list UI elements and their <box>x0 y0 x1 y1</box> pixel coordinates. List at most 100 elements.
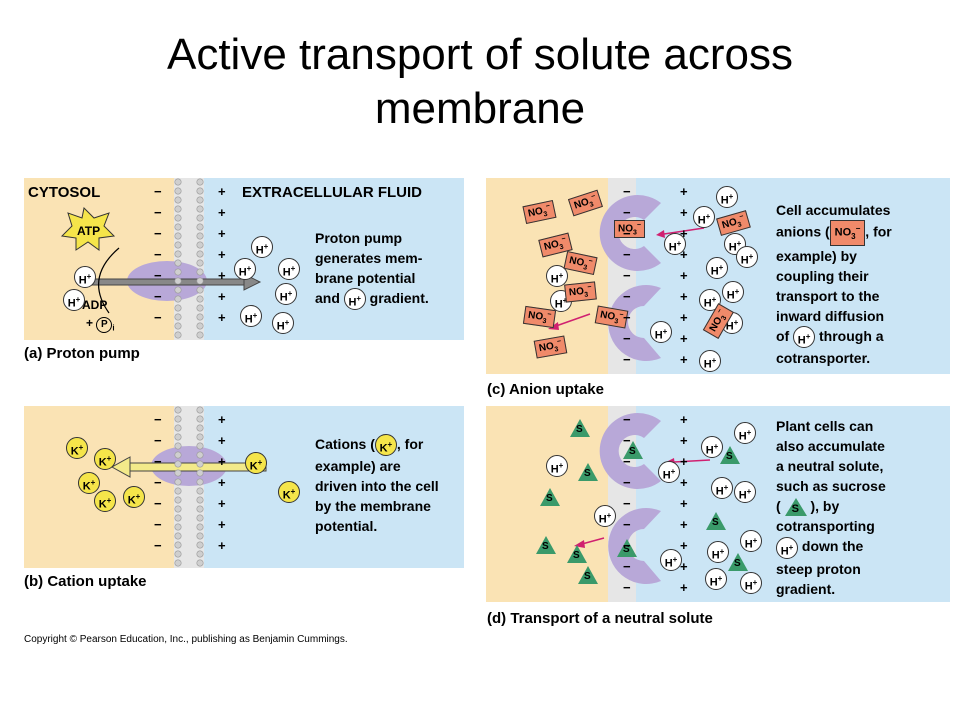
desc-b-1a: Cations ( <box>315 436 375 452</box>
sucrose-icon: S <box>570 419 590 437</box>
solute-arrow-bottom <box>581 537 605 545</box>
lipid-head <box>174 295 182 303</box>
desc-c-7b: through a <box>819 327 884 344</box>
sucrose-icon: S <box>720 446 740 464</box>
lipid-head <box>174 313 182 321</box>
minus-charge: − <box>623 412 631 427</box>
plus-charge: + <box>218 268 226 283</box>
plus-charge: + <box>680 205 688 220</box>
lipid-head <box>196 550 204 558</box>
minus-charge: − <box>623 559 631 574</box>
potassium-icon: K+ <box>94 448 116 470</box>
desc-c-2: anions (NO3−, for <box>776 220 892 246</box>
lipid-head <box>196 205 204 213</box>
lipid-head <box>196 286 204 294</box>
title-line-1: Active transport of solute across <box>166 30 794 79</box>
sucrose-icon: S <box>536 536 556 554</box>
desc-c-4: coupling their <box>776 267 869 284</box>
desc-c-6: inward diffusion <box>776 307 885 324</box>
sucrose-icon: S <box>617 539 637 557</box>
desc-c-7a: of <box>776 327 790 344</box>
plus-charge: + <box>680 310 688 325</box>
plus-charge: + <box>680 247 688 262</box>
lipid-head <box>174 550 182 558</box>
desc-b-1: Cations (K+, for <box>315 434 439 457</box>
sucrose-icon: S <box>623 441 643 459</box>
minus-charge: − <box>623 454 631 469</box>
lipid-head <box>196 424 204 432</box>
lipid-head <box>174 178 182 186</box>
cotransporter-c-bottom <box>608 285 661 361</box>
panel-b-description: Cations (K+, for example) are driven int… <box>315 434 439 536</box>
plus-charge: + <box>680 433 688 448</box>
lipid-head <box>196 223 204 231</box>
proton-icon: H+ <box>734 481 756 503</box>
lipid-head <box>196 277 204 285</box>
lipid-head <box>196 232 204 240</box>
lipid-head <box>196 295 204 303</box>
atp-burst <box>60 206 116 251</box>
lipid-head <box>196 532 204 540</box>
desc-c-5: transport to the <box>776 287 880 304</box>
potassium-icon: K+ <box>78 472 100 494</box>
nitrate-icon: NO3− <box>614 220 645 239</box>
anion-arrowhead-top <box>656 230 665 238</box>
plus-charge: + <box>680 226 688 241</box>
desc-c-8: cotransporter. <box>776 350 871 367</box>
plus-charge: + <box>680 454 688 469</box>
proton-icon: H+ <box>343 288 366 311</box>
proton-icon: H+ <box>736 246 758 268</box>
proton-icon: H+ <box>546 265 568 287</box>
desc-c-2a: anions ( <box>776 223 830 240</box>
slide-title: Active transport of solute across membra… <box>0 28 960 136</box>
lipid-head <box>174 322 182 330</box>
plus-charge: + <box>680 580 688 595</box>
proton-icon: H+ <box>74 266 96 288</box>
atp-hydrolysis-arrow <box>98 247 120 314</box>
lipid-head <box>174 415 182 423</box>
sucrose-icon: S <box>784 498 807 517</box>
lipid-head <box>174 541 182 549</box>
atp-label: ATP <box>77 224 101 238</box>
lipid-head <box>174 250 182 258</box>
plus-charge: + <box>680 496 688 511</box>
minus-charge: − <box>623 517 631 532</box>
phosphate-icon: P <box>96 317 113 333</box>
lipid-head <box>196 214 204 222</box>
lipid-head <box>196 514 204 522</box>
lipid-head <box>174 277 182 285</box>
lipid-head <box>174 523 182 531</box>
proton-icon: H+ <box>793 326 816 349</box>
plus-charge: + <box>218 496 226 511</box>
cytosol-region <box>24 178 174 340</box>
lipid-head <box>174 433 182 441</box>
sucrose-icon: S <box>578 463 598 481</box>
lipid-head <box>196 331 204 339</box>
minus-charge: − <box>154 475 162 490</box>
plus-charge: + <box>680 289 688 304</box>
minus-charge: − <box>623 538 631 553</box>
desc-a-1: Proton pump <box>315 230 403 246</box>
desc-b-3: driven into the cell <box>315 478 439 495</box>
desc-d-7a: down the <box>801 538 864 555</box>
lipid-head <box>196 250 204 258</box>
caption-d: (d) Transport of a neutral solute <box>487 610 713 627</box>
anion-arrow-bottom <box>555 313 591 327</box>
proton-icon: H+ <box>650 321 672 343</box>
proton-icon: H+ <box>699 350 721 372</box>
proton-icon: H+ <box>658 461 680 483</box>
proton-icon: H+ <box>740 530 762 552</box>
desc-d-1: Plant cells can <box>776 418 874 434</box>
proton-icon: H+ <box>251 236 273 258</box>
lipid-head <box>174 406 182 414</box>
lipid-head <box>196 313 204 321</box>
desc-b-4: by the membrane <box>315 498 431 515</box>
lipid-head <box>174 478 182 486</box>
panel-a-graphic <box>24 178 464 340</box>
adp-label: ADP <box>82 298 108 312</box>
panel-neutral-solute: Plant cells can also accumulate a neutra… <box>486 406 950 602</box>
lipid-head <box>196 541 204 549</box>
minus-charge: − <box>623 433 631 448</box>
minus-charge: − <box>623 268 631 283</box>
